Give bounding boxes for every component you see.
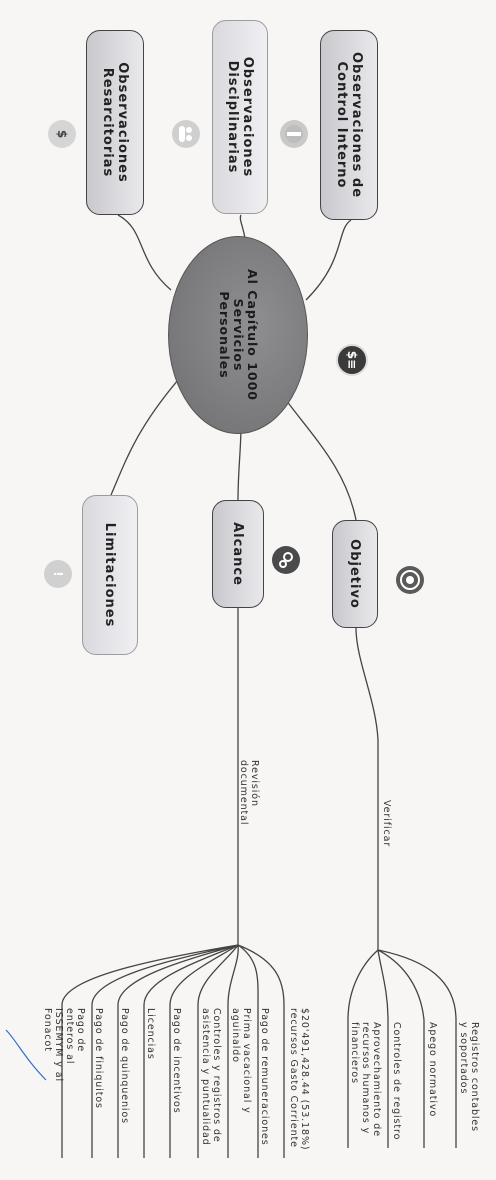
objetivo-item: Apego normativo [427,1022,438,1118]
target-icon [396,566,424,594]
node-objetivo: Objetivo [332,520,378,628]
connector-alcance [237,424,242,501]
alcance-item: Pago de incentivos [171,1008,182,1114]
node-limitaciones-label: Limitaciones [102,522,118,628]
objetivo-verbo: Verificar [381,800,392,848]
node-limitaciones: Limitaciones [82,495,138,655]
objetivo-item: Registros contables y soportados [458,1022,480,1133]
node-disciplinarias-label: Observaciones Disciplinarias [225,56,255,178]
people-group-icon [172,120,200,148]
alcance-item: Prima vacacional y aguinaldo [230,1008,252,1114]
money-list-icon: $≡ [336,344,368,376]
control-circle-icon [280,120,308,148]
alcance-item: Pago de remuneraciones [259,1008,270,1146]
connector-objetivo [285,399,357,521]
alcance-item: Pago de quinquenios [119,1008,130,1125]
node-resarcitorias: Observaciones Resarcitorias [86,30,144,215]
node-control-interno: Observaciones de Control Interno [320,30,378,220]
alcance-item: $20'491,428.44 (53.18%) recursos Gasto C… [288,1008,310,1151]
connector-objetivo-trunk [355,627,379,950]
node-alcance-label: Alcance [230,522,246,586]
connector-resarcitorias [117,214,172,291]
gears-icon [272,546,300,574]
money-hand-icon: $ [48,120,76,148]
pen-mark [5,1029,47,1081]
alcance-item: Pago de finiquitos [93,1008,104,1109]
node-disciplinarias: Observaciones Disciplinarias [212,20,268,214]
central-topic-label: Al Capítulo 1000 Servicios Personales [217,268,260,402]
alcance-item: Pago de enteros al ISSEMYM y al Fonacot [42,1008,86,1082]
warning-sign-icon: ! [44,560,72,588]
connector-limitaciones [110,379,179,496]
connector-objetivo-fan [347,949,457,1021]
objetivo-item: Controles de registro [391,1022,402,1141]
node-control-interno-label: Observaciones de Control Interno [334,51,364,199]
alcance-item: Controles y registros de asistencia y pu… [200,1008,222,1146]
node-resarcitorias-label: Observaciones Resarcitorias [100,62,130,183]
alcance-revision: Revisión documental [238,760,260,826]
node-objetivo-label: Objetivo [347,539,363,609]
connector-control-interno [305,219,352,301]
alcance-item: Licencias [145,1008,156,1060]
central-topic: Al Capítulo 1000 Servicios Personales [168,236,308,434]
objetivo-item: Aprovechamiento de recursos humanos y fi… [349,1022,382,1137]
connector-alcance-fan [61,944,285,1006]
node-alcance: Alcance [212,500,264,608]
